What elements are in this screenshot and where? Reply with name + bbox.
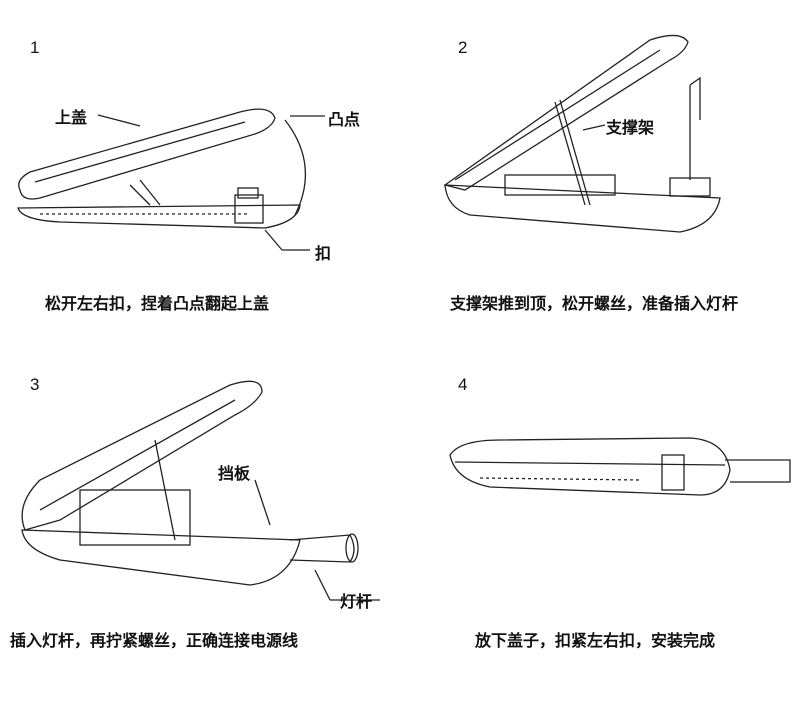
step-caption: 松开左右扣，捏着凸点翻起上盖 [45, 294, 270, 313]
label-top-cover: 上盖 [55, 108, 88, 127]
step-caption: 放下盖子，扣紧左右扣，安装完成 [475, 631, 716, 650]
step2-lamp-drawing [443, 34, 721, 233]
label-lamp-pole: 灯杆 [340, 592, 373, 611]
step-caption: 插入灯杆，再拧紧螺丝，正确连接电源线 [10, 631, 299, 650]
step1-lamp-drawing [17, 108, 325, 251]
step-number: 4 [458, 375, 468, 394]
step3-lamp-drawing [21, 380, 380, 601]
step-number: 1 [30, 38, 40, 57]
label-baffle: 挡板 [218, 464, 251, 483]
label-clasp: 扣 [315, 244, 332, 263]
step-caption: 支撑架推到顶，松开螺丝，准备插入灯杆 [450, 294, 739, 313]
step-number: 2 [458, 38, 468, 57]
label-support-bracket: 支撑架 [606, 118, 655, 137]
step4-lamp-drawing [449, 437, 791, 496]
label-bump: 凸点 [328, 110, 361, 129]
step-number: 3 [30, 375, 40, 394]
